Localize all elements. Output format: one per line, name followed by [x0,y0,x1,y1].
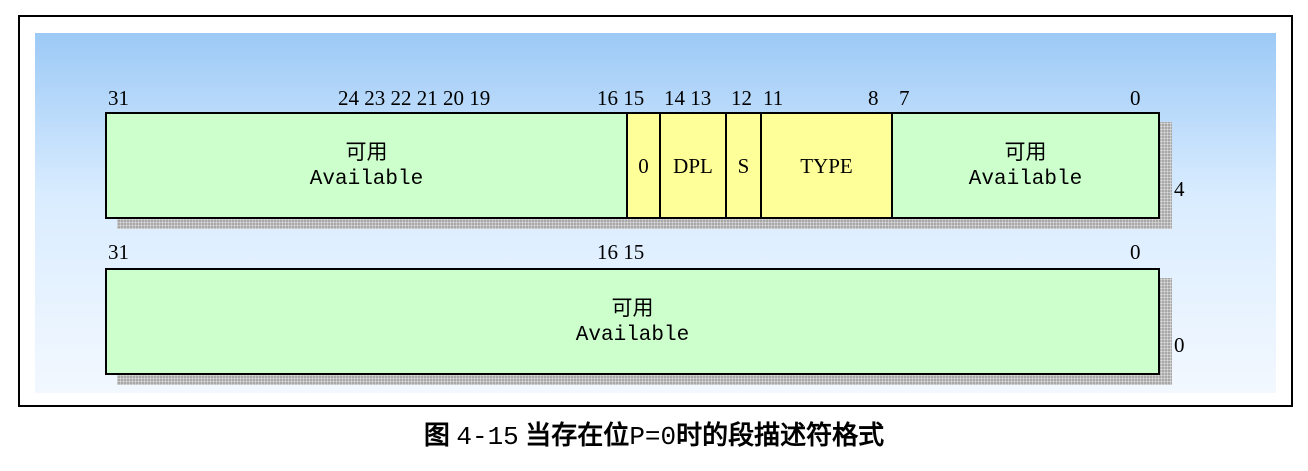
s-label: S [737,153,750,178]
lower-bit-16-15-labels: 16 15 [597,240,645,264]
caption-number: 4-15 [456,422,519,452]
diagram-panel: 31 24 23 22 21 20 19 16 15 14 13 12 11 8… [35,33,1276,393]
bit-24-19-labels: 24 23 22 21 20 19 [338,86,491,110]
field-zero-bit: 0 [626,112,661,219]
field-s: S [725,112,762,219]
field-available-high: 可用 Available [105,112,628,219]
field-available-lower: 可用 Available [105,268,1160,375]
caption-text-2: 时的段描述符格式 [676,421,885,451]
available-high-en: Available [309,167,424,191]
byte-offset-0: 0 [1174,333,1185,357]
lower-word: 可用 Available [105,268,1160,375]
bit-7-label: 7 [899,86,910,110]
bit-16-15-labels: 16 15 [597,86,645,110]
byte-offset-4: 4 [1174,177,1185,201]
lower-bit-31-label: 31 [108,240,129,264]
available-low-en: Available [968,167,1083,191]
caption-prefix: 图 [423,421,450,451]
figure-frame: 31 24 23 22 21 20 19 16 15 14 13 12 11 8… [18,15,1293,407]
figure-caption: 图 4-15 当存在位P=0时的段描述符格式 [0,420,1308,453]
type-label: TYPE [800,153,853,178]
available-lower-zh: 可用 [611,295,654,320]
lower-bit-0-label: 0 [1130,240,1141,264]
bit-31-label: 31 [108,86,129,110]
available-lower-en: Available [575,323,690,347]
available-low-zh: 可用 [1004,139,1047,164]
dpl-label: DPL [673,153,713,178]
available-high-zh: 可用 [345,139,388,164]
upper-word: 可用 Available 0 DPL S TYPE 可用 Available [105,112,1160,219]
bit-12-label: 12 [731,86,752,110]
bit-11-label: 11 [763,86,784,110]
zero-bit-label: 0 [638,153,649,178]
bit-8-label: 8 [868,86,879,110]
field-available-low: 可用 Available [891,112,1160,219]
caption-flag: P=0 [629,422,677,452]
caption-text-1: 当存在位 [525,421,630,451]
field-type: TYPE [760,112,893,219]
bit-0-label: 0 [1130,86,1141,110]
field-dpl: DPL [659,112,727,219]
bit-14-13-labels: 14 13 [664,86,712,110]
